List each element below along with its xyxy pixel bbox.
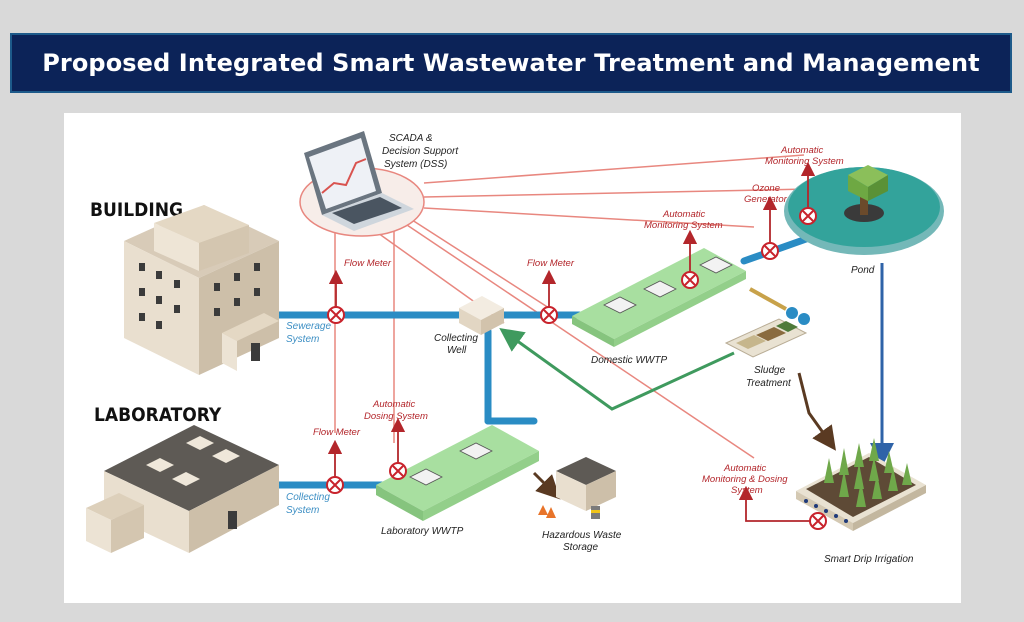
- hazard-label-1: Hazardous Waste: [542, 530, 622, 541]
- laboratory-wwtp-icon: [376, 425, 539, 521]
- collecting-well-label-2: Well: [447, 345, 467, 356]
- pond-icon: [784, 165, 944, 255]
- dosing-label-2: Dosing System: [364, 411, 428, 422]
- sludge-label-1: Sludge: [754, 365, 786, 376]
- monitoring-arrows: [327, 161, 816, 522]
- title-banner: Proposed Integrated Smart Wastewater Tre…: [10, 33, 1012, 93]
- collecting-well-icon: [459, 296, 504, 335]
- ams-mid-label-1: Automatic: [662, 209, 705, 220]
- pond-label: Pond: [851, 265, 875, 276]
- flow-meter-label-1: Flow Meter: [344, 258, 392, 269]
- flow-meter-label-2: Flow Meter: [527, 258, 575, 269]
- laboratory-wwtp-label: Laboratory WWTP: [381, 526, 464, 537]
- sludge-label-2: Treatment: [746, 378, 792, 389]
- building-icon: [124, 205, 279, 375]
- valve-drip-dosing: [809, 512, 827, 530]
- amds-label-1: Automatic: [723, 463, 766, 474]
- scada-label-1: SCADA &: [389, 133, 433, 144]
- amds-label-2: Monitoring & Dosing: [702, 474, 788, 485]
- sludge-flow-arrow: [797, 372, 836, 451]
- sludge-treatment-icon: [724, 287, 810, 358]
- return-flow-arrow: [499, 327, 735, 411]
- hazard-label-2: Storage: [563, 542, 598, 553]
- laboratory-icon: [86, 425, 279, 553]
- laboratory-label: LABORATORY: [94, 404, 222, 426]
- scada-label-3: System (DSS): [384, 159, 447, 170]
- collecting-system-label-1: Collecting: [286, 492, 330, 503]
- diagram-canvas: SCADA & Decision Support System (DSS) BU…: [86, 131, 944, 565]
- valve-sewerage-flow-meter: [327, 306, 345, 324]
- dosing-label-1: Automatic: [372, 399, 415, 410]
- valve-domestic-monitoring: [681, 271, 699, 289]
- flow-meter-label-3: Flow Meter: [313, 427, 361, 438]
- scada-signal-lines: [334, 154, 810, 459]
- scada-label-2: Decision Support: [382, 146, 459, 157]
- hazardous-storage-icon: [538, 457, 616, 519]
- valve-ozone: [761, 242, 779, 260]
- valves: [326, 207, 827, 530]
- ams-mid-label-2: Monitoring System: [644, 220, 723, 231]
- drip-irrigation-icon: [796, 438, 926, 531]
- ozone-label-1: Ozone: [752, 183, 780, 194]
- ozone-label-2: Generator: [744, 194, 788, 205]
- page-title: Proposed Integrated Smart Wastewater Tre…: [42, 49, 980, 77]
- valve-domestic-flow-meter: [540, 306, 558, 324]
- collecting-well-label-1: Collecting: [434, 333, 478, 344]
- drip-label: Smart Drip Irrigation: [824, 554, 914, 565]
- diagram-panel: SCADA & Decision Support System (DSS) BU…: [64, 113, 961, 603]
- valve-lab-dosing: [389, 462, 407, 480]
- domestic-wwtp-label: Domestic WWTP: [591, 355, 667, 366]
- collecting-system-label-2: System: [286, 505, 319, 516]
- amds-label-3: System: [731, 485, 763, 496]
- building-label: BUILDING: [90, 199, 183, 221]
- sewerage-label-2: System: [286, 334, 319, 345]
- sewerage-label-1: Sewerage: [286, 321, 331, 332]
- ams-top-label-1: Automatic: [780, 145, 823, 156]
- valve-lab-flow-meter: [326, 476, 344, 494]
- domestic-wwtp-icon: [572, 248, 746, 347]
- ams-top-label-2: Monitoring System: [765, 156, 844, 167]
- valve-pond-monitoring: [799, 207, 817, 225]
- hazard-flow-arrow: [532, 471, 561, 500]
- scada-laptop: [299, 131, 425, 237]
